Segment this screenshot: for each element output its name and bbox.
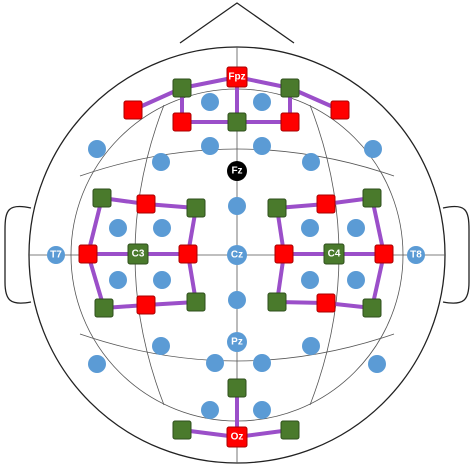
electrode-c4-label: C4 bbox=[328, 249, 341, 260]
eeg-electrode bbox=[152, 337, 170, 355]
detector-optode bbox=[186, 292, 206, 312]
electrode-pz-label: Pz bbox=[231, 337, 243, 348]
eeg-electrode bbox=[364, 140, 382, 158]
labeled-electrodes: Fpz Fz T7 C3 Cz C4 T8 Pz Oz bbox=[47, 66, 425, 448]
eeg-electrode bbox=[109, 271, 127, 289]
electrode-fz-label: Fz bbox=[231, 166, 242, 177]
source-optode bbox=[330, 100, 350, 120]
electrode-c3-marker bbox=[127, 243, 149, 265]
electrode-pz-marker bbox=[227, 332, 247, 352]
source-optode bbox=[316, 293, 336, 313]
fnirs-sources bbox=[78, 100, 394, 315]
source-optode bbox=[274, 244, 294, 264]
source-optode bbox=[78, 244, 98, 264]
electrode-fz-marker bbox=[227, 161, 247, 181]
detector-optode bbox=[186, 198, 206, 218]
eeg-electrode bbox=[347, 219, 365, 237]
eeg-electrode bbox=[153, 219, 171, 237]
electrode-t7-label: T7 bbox=[50, 250, 62, 261]
left-ear bbox=[4, 205, 32, 304]
detector-optode bbox=[227, 378, 247, 398]
detector-optode bbox=[362, 298, 382, 318]
detector-optode bbox=[172, 78, 192, 98]
electrode-cz-marker bbox=[227, 245, 247, 265]
eeg-electrode bbox=[201, 137, 219, 155]
electrode-c3-label: C3 bbox=[132, 249, 145, 260]
detector-optode bbox=[280, 420, 300, 440]
eeg-electrode bbox=[301, 271, 319, 289]
eeg-electrode bbox=[88, 140, 106, 158]
electrode-fpz-label: Fpz bbox=[228, 72, 245, 83]
source-optode bbox=[172, 112, 192, 132]
detector-optode bbox=[362, 188, 382, 208]
eeg-electrode bbox=[253, 93, 271, 111]
detector-optode bbox=[280, 78, 300, 98]
eeg-electrode bbox=[201, 401, 219, 419]
source-optode bbox=[123, 100, 143, 120]
detector-optode bbox=[227, 112, 247, 132]
electrode-fpz-marker bbox=[226, 66, 248, 88]
eeg-electrode bbox=[302, 153, 320, 171]
eeg-electrode bbox=[153, 271, 171, 289]
source-optode bbox=[136, 295, 156, 315]
electrode-t7-marker bbox=[47, 246, 65, 264]
electrode-oz-label: Oz bbox=[231, 432, 244, 443]
eeg-electrode bbox=[253, 354, 271, 372]
source-optode bbox=[374, 244, 394, 264]
electrode-t8-marker bbox=[407, 246, 425, 264]
coronal-arc-frontal bbox=[79, 148, 395, 177]
eeg-electrode bbox=[228, 291, 246, 309]
right-ear bbox=[442, 205, 470, 304]
source-optode bbox=[136, 194, 156, 214]
eeg-electrode bbox=[301, 219, 319, 237]
fnirs-detectors bbox=[92, 78, 382, 440]
eeg-electrode bbox=[347, 271, 365, 289]
eeg-electrode bbox=[201, 93, 219, 111]
electrode-c4-marker bbox=[323, 243, 345, 265]
detector-optode bbox=[267, 292, 287, 312]
eeg-electrode bbox=[253, 401, 271, 419]
nose bbox=[179, 2, 295, 44]
detector-optode bbox=[92, 188, 112, 208]
electrode-oz-marker bbox=[226, 426, 248, 448]
coronal-arc-parietal bbox=[79, 333, 395, 362]
source-optode bbox=[178, 244, 198, 264]
eeg-electrode bbox=[302, 337, 320, 355]
eeg-electrode bbox=[152, 153, 170, 171]
eeg-electrode bbox=[206, 354, 224, 372]
detector-optode bbox=[172, 420, 192, 440]
source-optode bbox=[316, 194, 336, 214]
source-optode bbox=[280, 112, 300, 132]
eeg-electrode bbox=[228, 197, 246, 215]
detector-optode bbox=[267, 198, 287, 218]
electrode-t8-label: T8 bbox=[410, 250, 422, 261]
eeg-electrode bbox=[88, 355, 106, 373]
eeg-electrodes bbox=[88, 93, 386, 419]
eeg-electrode bbox=[368, 355, 386, 373]
detector-optode bbox=[94, 298, 114, 318]
electrode-cz-label: Cz bbox=[231, 250, 243, 261]
eeg-electrode bbox=[253, 137, 271, 155]
eeg-electrode bbox=[109, 219, 127, 237]
